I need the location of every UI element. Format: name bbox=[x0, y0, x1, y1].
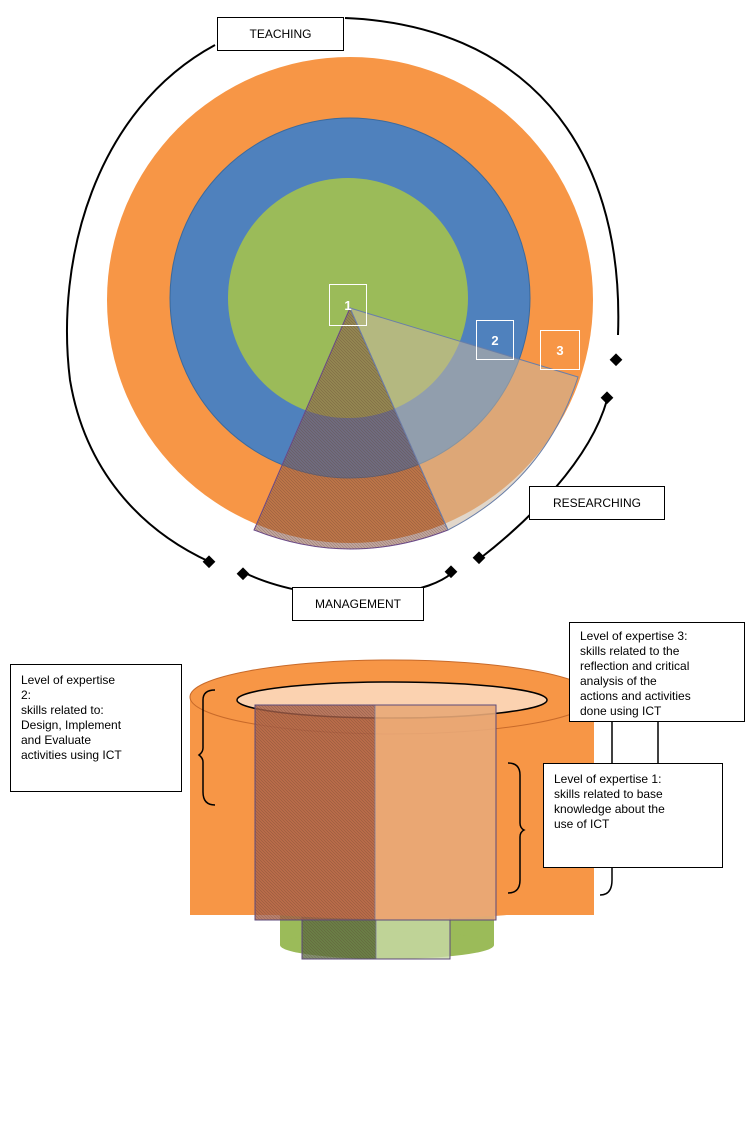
bracket-level-2 bbox=[197, 689, 216, 806]
research-wedge bbox=[349, 307, 579, 531]
researching-label: RESEARCHING bbox=[552, 495, 641, 510]
arc-end-markers bbox=[202, 353, 623, 581]
level-3-description: Level of expertise 3: skills related to … bbox=[569, 622, 745, 722]
bracket-level-1 bbox=[507, 762, 526, 894]
marker-1: 1 bbox=[329, 284, 367, 326]
marker-2: 2 bbox=[476, 320, 514, 360]
teaching-label: TEACHING bbox=[249, 26, 312, 41]
marker-3: 3 bbox=[540, 330, 580, 370]
researching-label-box: RESEARCHING bbox=[529, 486, 665, 520]
cylinder-level-3-orange bbox=[189, 659, 595, 921]
management-wedge-hatch bbox=[254, 308, 448, 549]
management-label-box: MANAGEMENT bbox=[292, 587, 424, 621]
level-1-description: Level of expertise 1: skills related to … bbox=[543, 763, 723, 868]
level-2-description: Level of expertise 2: skills related to:… bbox=[10, 664, 182, 792]
teaching-label-box: TEACHING bbox=[217, 17, 344, 51]
management-label: MANAGEMENT bbox=[314, 596, 401, 611]
